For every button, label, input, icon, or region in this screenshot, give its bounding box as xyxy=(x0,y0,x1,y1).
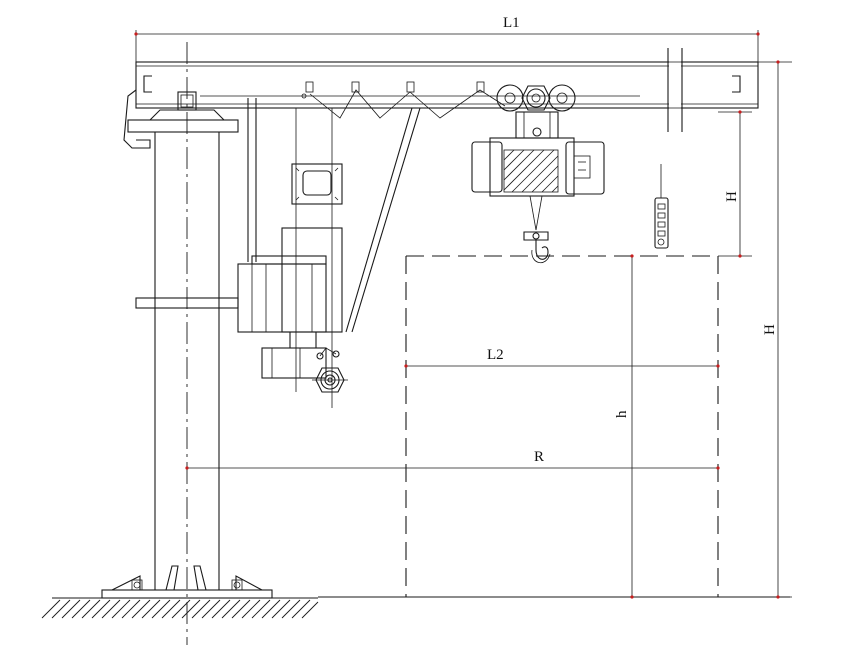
hoist-drum-hatch xyxy=(503,149,559,193)
arm-bracket xyxy=(247,98,421,408)
label-r: R xyxy=(534,449,544,465)
dimension-l2 xyxy=(404,364,720,368)
label-h-lower: h xyxy=(614,410,630,418)
ground xyxy=(41,596,790,619)
pillar xyxy=(127,91,239,590)
working-envelope xyxy=(405,255,719,597)
trolley xyxy=(496,84,576,139)
cable-festoon xyxy=(200,81,640,119)
pendant-control xyxy=(654,164,669,249)
slew-motor xyxy=(237,227,348,393)
dimension-h-upper xyxy=(718,110,752,258)
label-l1: L1 xyxy=(503,15,520,31)
base-plate xyxy=(101,565,273,599)
dimension-h-total xyxy=(718,60,792,599)
label-l2: L2 xyxy=(487,347,504,363)
jib-arm xyxy=(123,48,759,149)
ground-hatching xyxy=(41,599,319,619)
dimension-h-lower xyxy=(630,254,634,599)
label-h-total: H xyxy=(762,324,778,335)
label-h-upper: H xyxy=(724,191,740,202)
dimension-l1 xyxy=(134,30,760,62)
junction-box xyxy=(291,163,343,205)
hoist xyxy=(471,137,605,263)
dimension-r xyxy=(185,466,720,470)
